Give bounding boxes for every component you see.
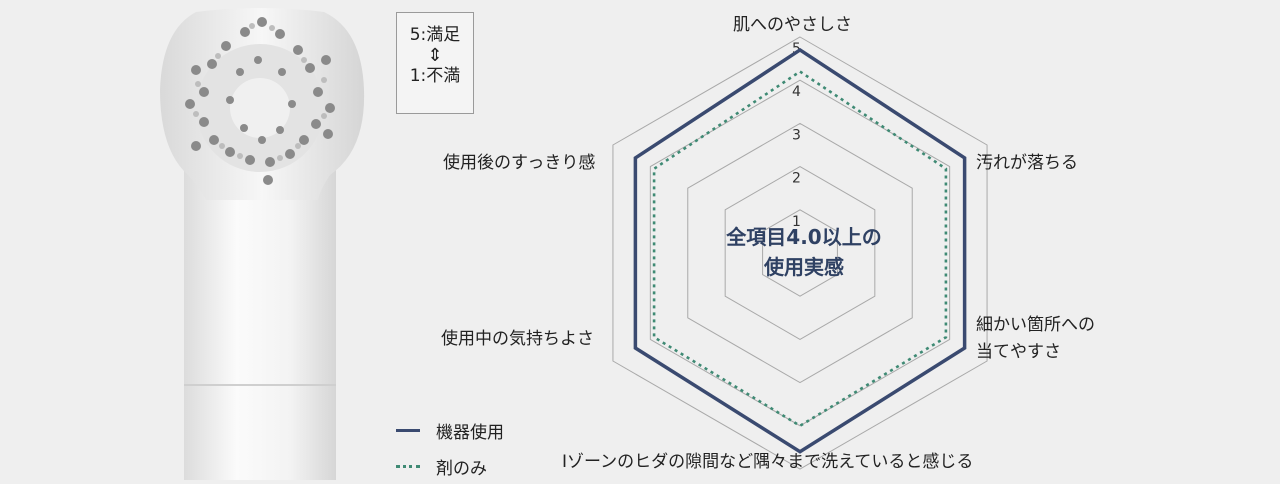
radar-tick-labels: 1 2 3 4 5 [792, 41, 801, 230]
scale-top-label: 5:満足 [409, 25, 461, 45]
tick-label-3: 3 [792, 127, 801, 143]
legend-dotted-line-icon [396, 464, 420, 468]
axis-label-detail-access-line1: 細かい箇所への [976, 315, 1095, 335]
center-note: 全項目4.0以上の 使用実感 [706, 222, 902, 282]
legend-item-device: 機器使用 [396, 412, 504, 448]
center-note-line1: 全項目4.0以上の [726, 225, 882, 249]
radar-grid [612, 36, 988, 470]
tick-label-2: 2 [792, 171, 801, 187]
legend-label-agent-only: 剤のみ [436, 458, 487, 479]
axis-label-skin-gentleness: 肌へのやさしさ [733, 15, 852, 35]
radar-series [633, 47, 967, 454]
grid-ring-1 [762, 209, 838, 297]
tick-label-4: 4 [792, 84, 801, 100]
tick-label-1: 1 [792, 214, 801, 230]
grid-ring-4 [649, 79, 951, 427]
tick-label-5: 5 [792, 41, 801, 57]
grid-ring-5 [612, 36, 988, 470]
grid-ring-2 [724, 166, 876, 340]
series-line-device [633, 47, 967, 454]
axis-label-refreshed-after-use: 使用後のすっきり感 [443, 153, 596, 173]
series-line-agent-only [652, 69, 948, 428]
axis-label-comfort-during-use: 使用中の気持ちよさ [441, 329, 594, 349]
legend-item-agent-only: 剤のみ [396, 448, 504, 484]
rating-scale-note: 5:満足 ⇕ 1:不満 [396, 12, 474, 114]
grid-ring-3 [687, 122, 913, 384]
scale-bottom-label: 1:不満 [409, 66, 461, 87]
axis-label-detail-access: 細かい箇所への 当てやすさ [976, 312, 1095, 366]
up-down-arrow-icon: ⇕ [427, 45, 443, 67]
legend-solid-line-icon [396, 428, 420, 432]
product-image [160, 8, 365, 480]
legend-label-device: 機器使用 [436, 422, 504, 443]
center-note-line2: 使用実感 [764, 255, 844, 279]
axis-label-izone-crevices: Iゾーンのヒダの隙間など隅々まで洗えていると感じる [562, 452, 974, 472]
axis-label-dirt-removal: 汚れが落ちる [976, 153, 1078, 173]
chart-legend: 機器使用 剤のみ [396, 412, 504, 484]
axis-label-detail-access-line2: 当てやすさ [976, 342, 1061, 363]
cleansing-brush-head-icon [160, 8, 365, 480]
